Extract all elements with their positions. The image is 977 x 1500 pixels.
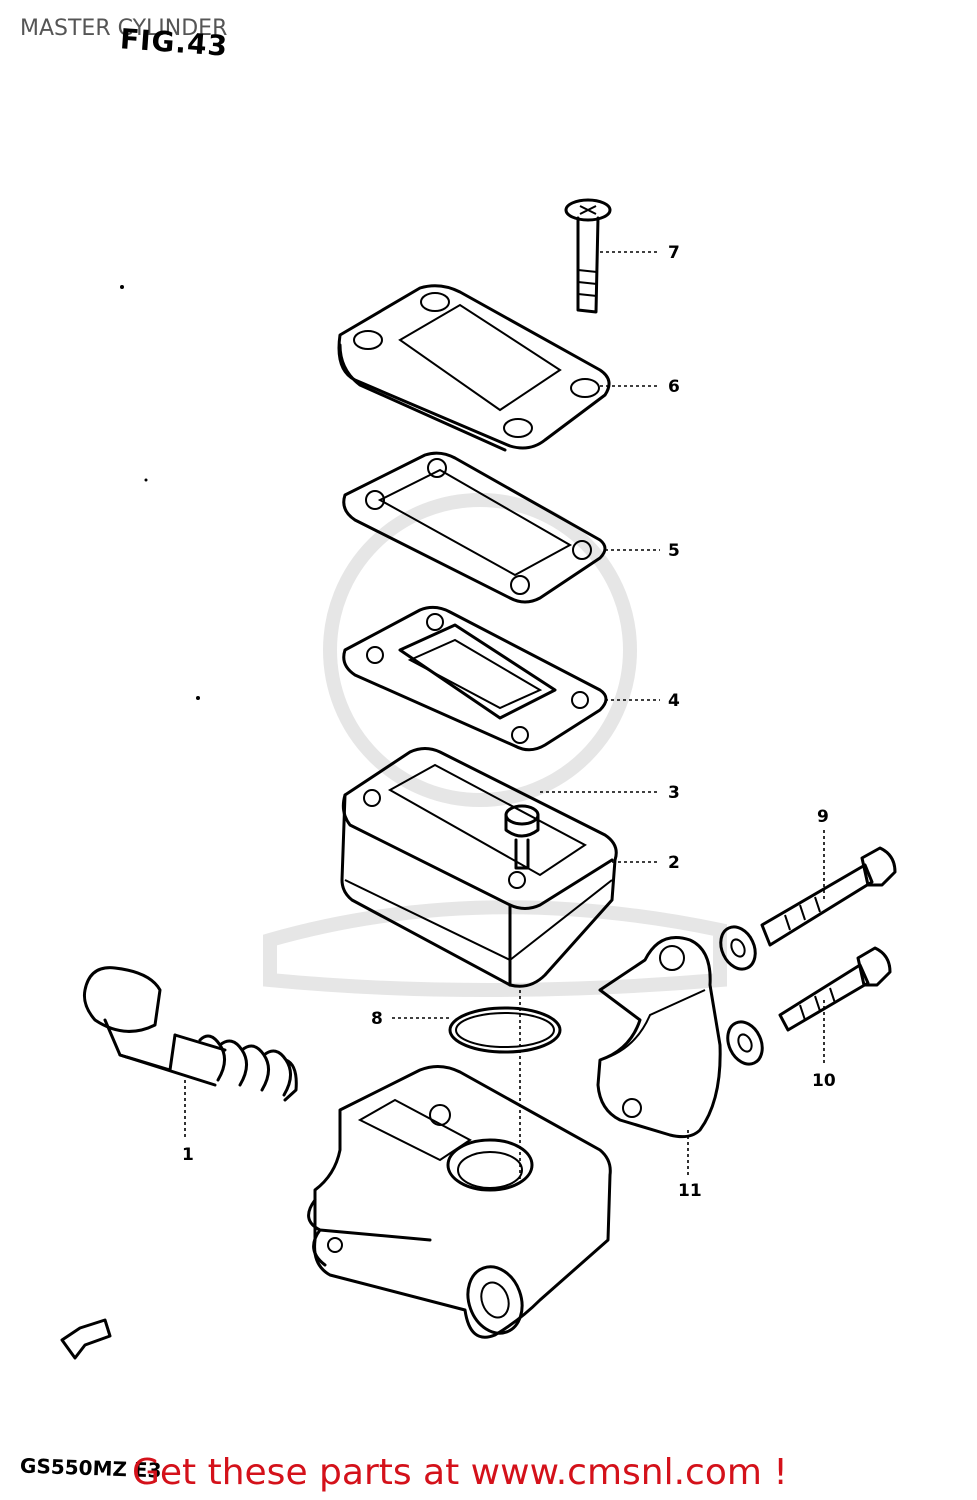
promo-link[interactable]: Get these parts at www.cmsnl.com ! <box>132 1452 788 1493</box>
part-9-bolt <box>760 846 897 947</box>
watermark-logo <box>263 493 727 997</box>
part-2-reservoir <box>340 747 618 988</box>
callout-11: 11 <box>678 1181 702 1201</box>
page-title: MASTER CYLINDER <box>20 16 228 41</box>
part-3-screw <box>504 804 540 870</box>
part-10-bolt <box>778 946 892 1032</box>
callout-4: 4 <box>668 691 680 711</box>
part-4-diaphragm <box>342 605 608 752</box>
front-direction-arrow <box>60 1318 112 1360</box>
part-1-piston-spring <box>83 966 298 1102</box>
master-cylinder-body <box>307 1065 612 1339</box>
part-10-washer <box>726 1020 764 1066</box>
callout-8: 8 <box>371 1009 383 1029</box>
leader-lines <box>184 251 825 1180</box>
callout-6: 6 <box>668 377 680 397</box>
callout-7: 7 <box>668 243 680 263</box>
part-8-o-ring <box>448 1006 562 1054</box>
callout-numbers: 7 6 5 4 3 2 8 1 9 10 11 <box>182 243 836 1201</box>
callout-9: 9 <box>817 807 829 827</box>
part-11-clamp <box>596 936 722 1139</box>
callout-2: 2 <box>668 853 680 873</box>
part-7-screw <box>564 198 612 314</box>
part-5-plate <box>342 451 607 604</box>
callout-3: 3 <box>668 783 680 803</box>
part-6-cap <box>337 284 611 452</box>
callout-5: 5 <box>668 541 680 561</box>
callout-10: 10 <box>812 1071 836 1091</box>
part-9-washer <box>719 925 757 971</box>
callout-1: 1 <box>182 1145 194 1165</box>
